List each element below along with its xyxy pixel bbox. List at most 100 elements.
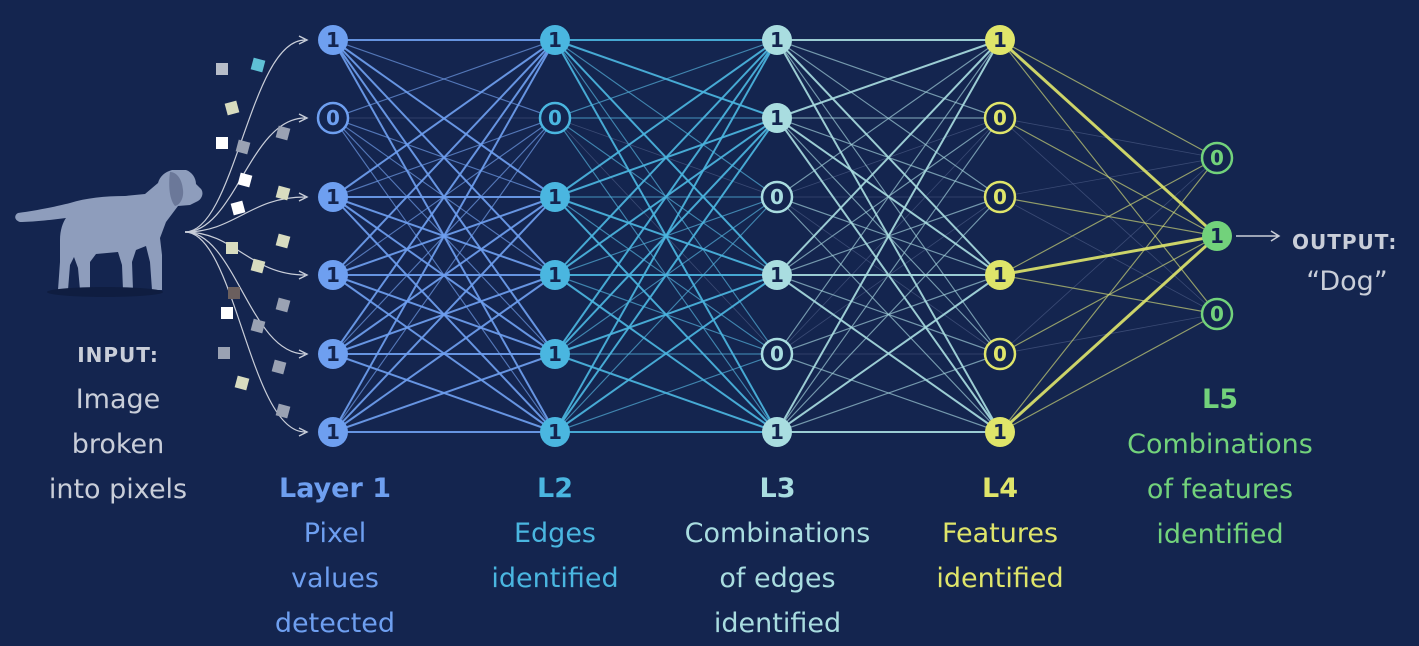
input-arrow bbox=[184, 39, 306, 233]
node-value: 0 bbox=[993, 342, 1007, 366]
node-value: 1 bbox=[548, 185, 562, 209]
partial-connection bbox=[999, 157, 1218, 276]
active-connection bbox=[998, 234, 1219, 434]
input-heading: INPUT: bbox=[77, 343, 159, 367]
inactive-node: 0 bbox=[538, 101, 572, 135]
active-node: 1 bbox=[318, 25, 348, 55]
active-node: 1 bbox=[762, 417, 792, 447]
pixel-square bbox=[275, 125, 291, 141]
partial-connection bbox=[776, 117, 1001, 433]
node-value: 0 bbox=[993, 185, 1007, 209]
node-value: 1 bbox=[993, 28, 1007, 52]
partial-connection bbox=[999, 39, 1218, 159]
partial-connection bbox=[999, 157, 1218, 433]
active-connection bbox=[332, 39, 556, 433]
layer-desc: of edges bbox=[719, 563, 836, 594]
pixel-squares bbox=[216, 57, 291, 419]
input-arrow bbox=[184, 231, 306, 276]
active-connection bbox=[776, 274, 1001, 433]
partial-connection bbox=[776, 39, 1001, 198]
active-connection bbox=[332, 39, 556, 276]
layer-title: L2 bbox=[537, 473, 573, 504]
arrow-head bbox=[298, 349, 309, 359]
inactive-node: 0 bbox=[1200, 141, 1234, 175]
input-arrow bbox=[184, 231, 306, 355]
active-connection bbox=[332, 39, 556, 355]
node-value: 1 bbox=[548, 342, 562, 366]
partial-connection bbox=[776, 353, 1001, 433]
layer-4-label: L4 Features identified bbox=[920, 466, 1080, 601]
node-value: 0 bbox=[1210, 146, 1224, 170]
active-connection bbox=[998, 38, 1219, 238]
node-value: 1 bbox=[770, 28, 784, 52]
input-arrow bbox=[184, 231, 306, 433]
node-value: 1 bbox=[993, 263, 1007, 287]
partial-connection bbox=[999, 117, 1218, 237]
node-value: 1 bbox=[548, 28, 562, 52]
partial-connection bbox=[554, 353, 778, 433]
active-node: 1 bbox=[1202, 221, 1232, 251]
partial-connection bbox=[554, 196, 778, 433]
pixel-square bbox=[250, 318, 266, 334]
layer-desc: identified bbox=[936, 563, 1064, 594]
layer-title: Layer 1 bbox=[278, 473, 391, 504]
pixel-square bbox=[234, 375, 250, 391]
active-node: 1 bbox=[318, 417, 348, 447]
active-connection bbox=[554, 39, 778, 433]
active-node: 1 bbox=[318, 260, 348, 290]
active-connection bbox=[554, 274, 778, 433]
active-connection bbox=[332, 353, 556, 433]
pixel-square bbox=[250, 258, 266, 274]
active-node: 1 bbox=[985, 25, 1015, 55]
pixel-square bbox=[275, 297, 291, 313]
node-value: 0 bbox=[326, 106, 340, 130]
arrow-head bbox=[298, 113, 309, 123]
layer-desc: Combinations bbox=[684, 518, 871, 549]
pixel-square bbox=[275, 233, 291, 249]
input-label: INPUT: Image broken into pixels bbox=[18, 333, 218, 512]
node-value: 1 bbox=[326, 342, 340, 366]
pixel-square bbox=[230, 200, 246, 216]
arrow-head bbox=[298, 35, 309, 45]
input-line: Image bbox=[75, 384, 161, 415]
active-connection bbox=[332, 39, 556, 198]
layer-desc: values bbox=[291, 563, 379, 594]
pixel-square bbox=[226, 242, 238, 254]
arrow-head bbox=[298, 270, 309, 280]
node-value: 1 bbox=[770, 420, 784, 444]
node-value: 1 bbox=[326, 185, 340, 209]
active-node: 1 bbox=[985, 417, 1015, 447]
input-arrow bbox=[184, 196, 306, 233]
node-value: 1 bbox=[770, 106, 784, 130]
layer-desc: identified bbox=[491, 563, 619, 594]
active-connection bbox=[776, 39, 1001, 276]
layer-desc: Pixel bbox=[303, 518, 367, 549]
layer-1-label: Layer 1 Pixel values detected bbox=[255, 466, 415, 646]
active-node: 1 bbox=[540, 417, 570, 447]
inactive-node: 0 bbox=[983, 337, 1017, 371]
pixel-square bbox=[224, 100, 240, 116]
node-value: 0 bbox=[548, 106, 562, 130]
pixel-square bbox=[221, 307, 233, 319]
node-value: 1 bbox=[993, 420, 1007, 444]
output-value: “Dog” bbox=[1306, 266, 1388, 297]
partial-connection bbox=[332, 117, 556, 433]
layer-desc: identified bbox=[1156, 519, 1284, 550]
inactive-node: 0 bbox=[983, 101, 1017, 135]
arrow-head bbox=[298, 427, 309, 437]
layer-title: L3 bbox=[759, 473, 796, 504]
pixel-square bbox=[218, 347, 230, 359]
node-value: 1 bbox=[548, 420, 562, 444]
active-node: 1 bbox=[540, 339, 570, 369]
arrow-head bbox=[298, 192, 309, 202]
partial-connection bbox=[999, 313, 1218, 433]
partial-connection bbox=[776, 196, 1001, 433]
input-line: into pixels bbox=[48, 474, 188, 505]
active-connection bbox=[776, 39, 1001, 433]
node-value: 1 bbox=[326, 263, 340, 287]
layer-desc: identified bbox=[713, 608, 842, 639]
pixel-square bbox=[235, 139, 251, 155]
active-node: 1 bbox=[762, 260, 792, 290]
active-connection bbox=[332, 196, 556, 433]
pixel-square bbox=[237, 172, 253, 188]
